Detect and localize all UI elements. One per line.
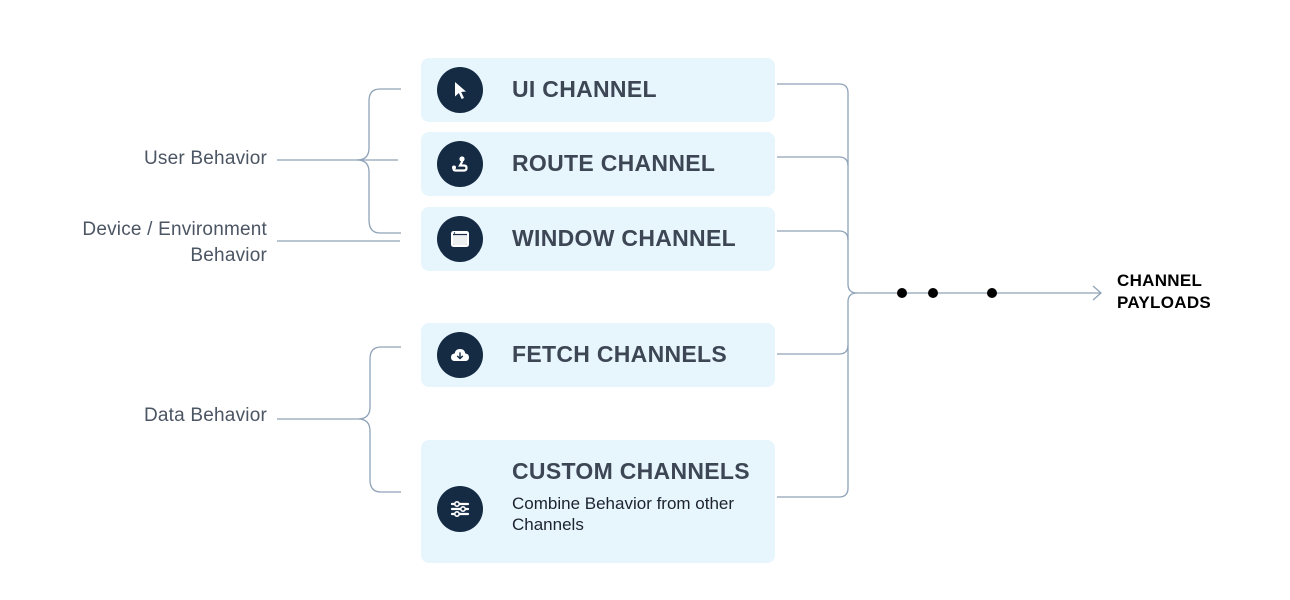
fetch-channels-title: FETCH CHANNELS — [512, 341, 728, 367]
flow-dot — [928, 288, 938, 298]
device-behavior-label-line2: Behavior — [190, 245, 267, 266]
custom-channels-title: CUSTOM CHANNELS — [512, 458, 750, 484]
channel-payloads-line1: CHANNEL — [1117, 271, 1203, 290]
flow-dot — [987, 288, 997, 298]
custom-channels-card: CUSTOM CHANNELS Combine Behavior from ot… — [421, 440, 775, 563]
user-behavior-label: User Behavior — [144, 148, 267, 169]
ui-channel-card: UI CHANNEL — [421, 58, 775, 122]
window-channel-title: WINDOW CHANNEL — [512, 225, 736, 251]
data-behavior-bracket — [357, 346, 401, 493]
merge-window — [777, 230, 849, 241]
data-behavior-label: Data Behavior — [143, 405, 267, 426]
device-behavior-label-line1: Device / Environment — [82, 219, 267, 240]
cursor-icon — [437, 67, 483, 113]
merge-route — [777, 156, 849, 167]
window-channel-card: WINDOW CHANNEL — [421, 207, 775, 271]
merge-custom — [777, 345, 849, 498]
user-behavior-bracket — [356, 88, 401, 234]
ui-channel-title: UI CHANNEL — [512, 76, 657, 102]
device-behavior-label: Device / Environment Behavior — [82, 217, 267, 269]
fetch-channels-card: FETCH CHANNELS — [421, 323, 775, 387]
merge-ui — [777, 83, 858, 294]
sliders-icon — [437, 486, 483, 532]
route-icon — [437, 141, 483, 187]
flow-dot — [897, 288, 907, 298]
route-channel-title: ROUTE CHANNEL — [512, 150, 716, 176]
channel-payloads-label: CHANNEL PAYLOADS — [1117, 270, 1211, 314]
merge-fetch — [777, 292, 858, 355]
output-arrowhead — [1092, 285, 1102, 301]
route-channel-card: ROUTE CHANNEL — [421, 132, 775, 196]
custom-channels-subtitle: Combine Behavior from other Channels — [512, 494, 735, 534]
window-icon — [437, 216, 483, 262]
cloud-download-icon — [437, 332, 483, 378]
channel-payloads-line2: PAYLOADS — [1117, 293, 1212, 312]
